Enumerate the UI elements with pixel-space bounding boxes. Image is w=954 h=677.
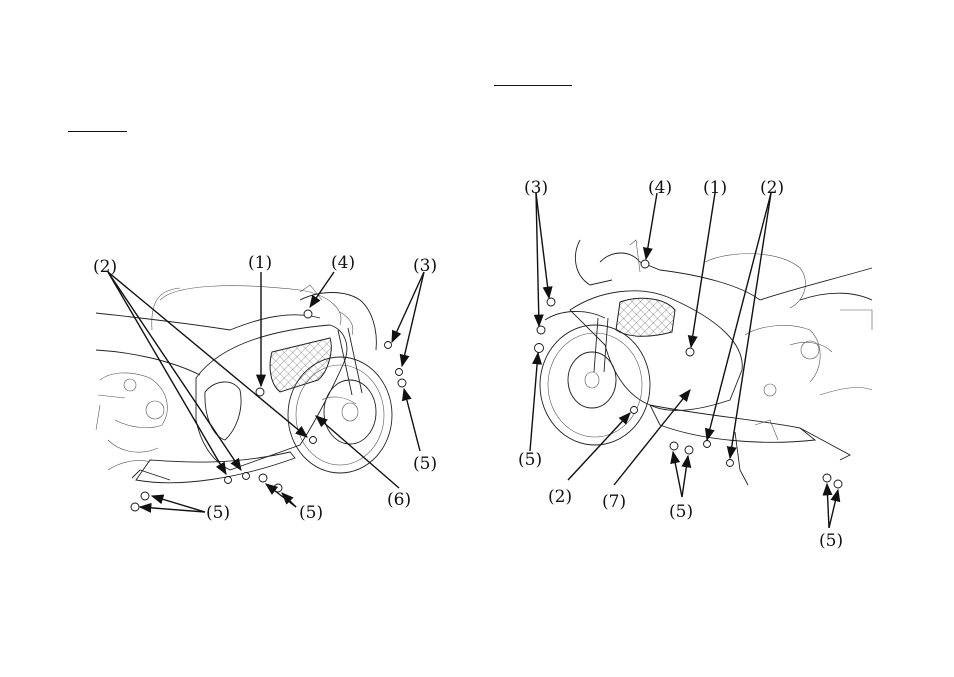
right-callout-5-center: (5) xyxy=(669,502,693,522)
right-callout-2-bottom: (2) xyxy=(548,487,572,507)
left-callout-5-center: (5) xyxy=(299,503,323,523)
right-callout-5-right: (5) xyxy=(819,531,843,551)
left-callout-5-right: (5) xyxy=(413,454,437,474)
right-callout-4: (4) xyxy=(648,178,672,198)
left-callout-6: (6) xyxy=(387,490,411,510)
left-callout-4: (4) xyxy=(331,253,355,273)
right-callout-3: (3) xyxy=(524,178,548,198)
right-callout-2-top: (2) xyxy=(760,178,784,198)
right-callout-5-left: (5) xyxy=(518,450,542,470)
left-callout-2: (2) xyxy=(93,257,117,277)
right-callout-7: (7) xyxy=(602,492,626,512)
left-callout-1: (1) xyxy=(248,253,272,273)
left-callout-5-left: (5) xyxy=(206,503,230,523)
left-motorcycle-illustration xyxy=(96,272,424,512)
left-callout-3: (3) xyxy=(413,256,437,276)
right-callout-1: (1) xyxy=(703,178,727,198)
right-motorcycle-illustration xyxy=(530,193,872,528)
